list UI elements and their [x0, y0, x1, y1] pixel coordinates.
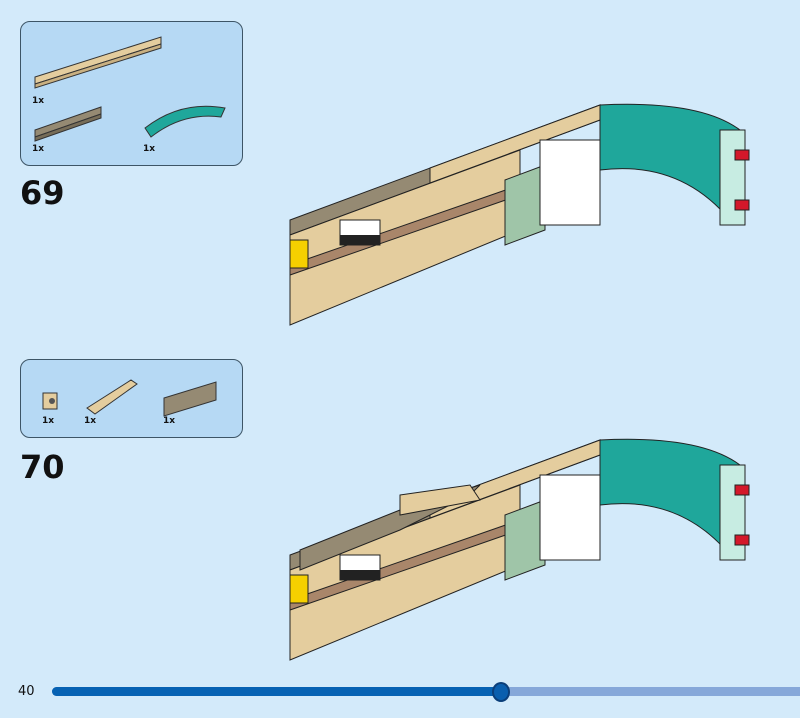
parts-callout-step-69: 1x 1x 1x — [20, 21, 243, 166]
part-qty: 1x — [32, 144, 45, 154]
parts-illustration — [42, 379, 217, 417]
tan-slope-1x4 — [86, 379, 138, 415]
progress-fill — [52, 687, 501, 696]
teal-curved-plate — [144, 105, 226, 138]
step-number: 70 — [20, 448, 65, 486]
model-step-70 — [289, 438, 750, 661]
dark-tan-brick-1x4 — [163, 381, 217, 417]
page-number: 40 — [18, 684, 35, 699]
part-qty: 1x — [163, 416, 176, 426]
tan-plate-1x10 — [34, 36, 162, 89]
part-qty: 1x — [42, 416, 55, 426]
part-qty: 1x — [143, 144, 156, 154]
dark-tan-plate-1x6 — [34, 106, 102, 142]
part-qty: 1x — [84, 416, 97, 426]
part-qty: 1x — [32, 96, 45, 106]
progress-knob — [491, 682, 510, 702]
model-step-69 — [289, 103, 750, 326]
step-number: 69 — [20, 174, 65, 212]
parts-callout-step-70: 1x 1x 1x — [20, 359, 243, 438]
tan-brick-1x1-with-stud — [42, 392, 58, 410]
progress-bar — [52, 682, 800, 702]
parts-illustration — [34, 36, 226, 142]
